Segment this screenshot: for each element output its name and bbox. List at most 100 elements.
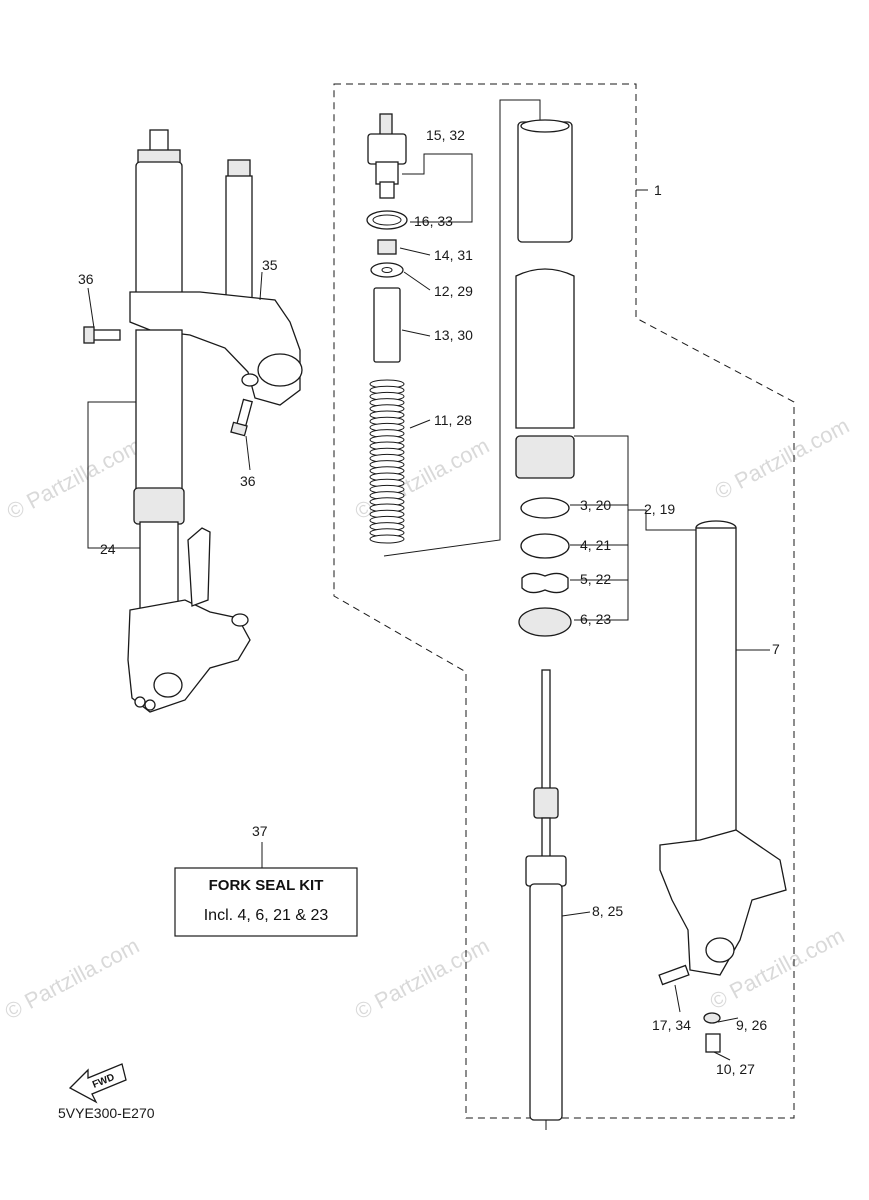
leader-10: [713, 1051, 731, 1061]
part-15-thread: [379, 113, 393, 137]
part-7-lower-leg: [659, 829, 787, 976]
pinch-bolt-1: [134, 696, 146, 708]
part-8-head: [525, 855, 567, 887]
leader-lines: [87, 99, 770, 1130]
kit-contents: Incl. 4, 6, 21 & 23: [204, 907, 329, 924]
fork-seal-kit: 37 FORK SEAL KIT Incl. 4, 6, 21 & 23: [174, 823, 358, 937]
label-2-19: 2, 19: [644, 501, 675, 517]
pinch-bolt-2: [144, 699, 156, 711]
part-15-body: [375, 161, 399, 185]
watermark-right: © Partzilla.com: [711, 413, 854, 505]
clamp-bolt-head-36b: [230, 421, 248, 437]
clamp-bolt-hole: [241, 373, 259, 387]
label-35: 35: [262, 257, 278, 273]
leader-2: [628, 509, 696, 531]
part-14-nut: [377, 239, 397, 255]
leader-36b: [245, 435, 251, 471]
part-8-shaft: [541, 817, 551, 859]
axle-hole: [153, 672, 183, 698]
leader-36a: [87, 287, 95, 329]
leader-17: [674, 984, 681, 1013]
part-1-lower: [515, 268, 575, 429]
caliper-mount: [187, 527, 211, 607]
label-16-33: 16, 33: [414, 213, 453, 229]
label-12-29: 12, 29: [434, 283, 473, 299]
part-1-upper: [517, 121, 573, 243]
assembled-fork: [83, 129, 303, 713]
label-15-32: 15, 32: [426, 127, 465, 143]
label-8-25: 8, 25: [592, 903, 623, 919]
part-16-inner: [372, 214, 402, 226]
label-9-26: 9, 26: [736, 1017, 767, 1033]
leader-8: [561, 911, 591, 917]
leader-14: [399, 247, 431, 256]
label-6-23: 6, 23: [580, 611, 611, 627]
part-17-bolt: [658, 964, 690, 986]
leader-24: [87, 401, 140, 549]
clamp-bolt-36b: [235, 398, 253, 428]
axle-pinch: [231, 613, 249, 627]
part-5-clip: [521, 572, 569, 594]
part-9-washer: [703, 1012, 721, 1024]
kit-title: FORK SEAL KIT: [209, 877, 324, 894]
watermark-left: © Partzilla.com: [3, 433, 146, 525]
leader-spring-group: [383, 99, 541, 557]
outer-tube-lower: [135, 329, 183, 491]
assembly-outline: [333, 83, 795, 1119]
leader-15-16: [402, 153, 473, 223]
leader-seal-group: [574, 435, 629, 621]
part-11-spring: [369, 379, 405, 544]
part-labels: 15, 32 16, 33 14, 31 12, 29 13, 30 11, 2…: [78, 127, 780, 1077]
label-3-20: 3, 20: [580, 497, 611, 513]
part-10-bolt: [705, 1033, 721, 1053]
part-7-tube: [695, 527, 737, 869]
leader-35: [259, 271, 263, 301]
label-1: 1: [654, 182, 662, 198]
label-5-22: 5, 22: [580, 571, 611, 587]
part-8-cylinder: [529, 883, 563, 1121]
spring-coil: [369, 534, 405, 544]
watermark-bottom-center: © Partzilla.com: [351, 933, 494, 1025]
inner-tube: [139, 521, 179, 613]
leader-13: [401, 329, 431, 337]
part-8-rod: [541, 669, 551, 791]
part-13-spacer: [373, 287, 401, 363]
part-4-bushing: [520, 533, 570, 559]
diagram-code: 5VYE300-E270: [58, 1105, 155, 1121]
outer-tube-upper: [135, 161, 183, 301]
label-17-34: 17, 34: [652, 1017, 691, 1033]
label-13-30: 13, 30: [434, 327, 473, 343]
fork-cap-bolt: [149, 129, 169, 153]
label-36a: 36: [78, 271, 94, 287]
stem-thread: [227, 159, 251, 179]
fwd-indicator: FWD: [68, 1063, 127, 1104]
leader-12: [403, 271, 431, 291]
part-8-piston: [533, 787, 559, 819]
lower-leg: [127, 599, 251, 713]
part-1-top: [520, 119, 570, 133]
leader-9: [717, 1017, 739, 1023]
label-7: 7: [772, 641, 780, 657]
part-15-cap: [367, 133, 407, 165]
part-3-washer: [520, 497, 570, 519]
kit-ref: 37: [252, 823, 268, 839]
label-36b: 36: [240, 473, 256, 489]
part-6-seal: [518, 607, 572, 637]
label-11-28: 11, 28: [434, 412, 472, 428]
part-1-bottom: [515, 435, 575, 479]
part-15-tip: [379, 181, 395, 199]
label-14-31: 14, 31: [434, 247, 473, 263]
fwd-arrow-icon: [68, 1063, 127, 1104]
outer-tube-bottom: [133, 487, 185, 525]
part-12-hole: [381, 267, 393, 273]
label-24: 24: [100, 541, 116, 557]
label-10-27: 10, 27: [716, 1061, 755, 1077]
clamp-bolt-head-36a: [83, 326, 95, 344]
leader-11: [409, 419, 431, 429]
internal-parts: [366, 113, 787, 1121]
label-4-21: 4, 21: [580, 537, 611, 553]
steering-stem: [225, 175, 253, 311]
part-7-axle-hole: [705, 937, 735, 963]
kit-box: [174, 867, 358, 937]
